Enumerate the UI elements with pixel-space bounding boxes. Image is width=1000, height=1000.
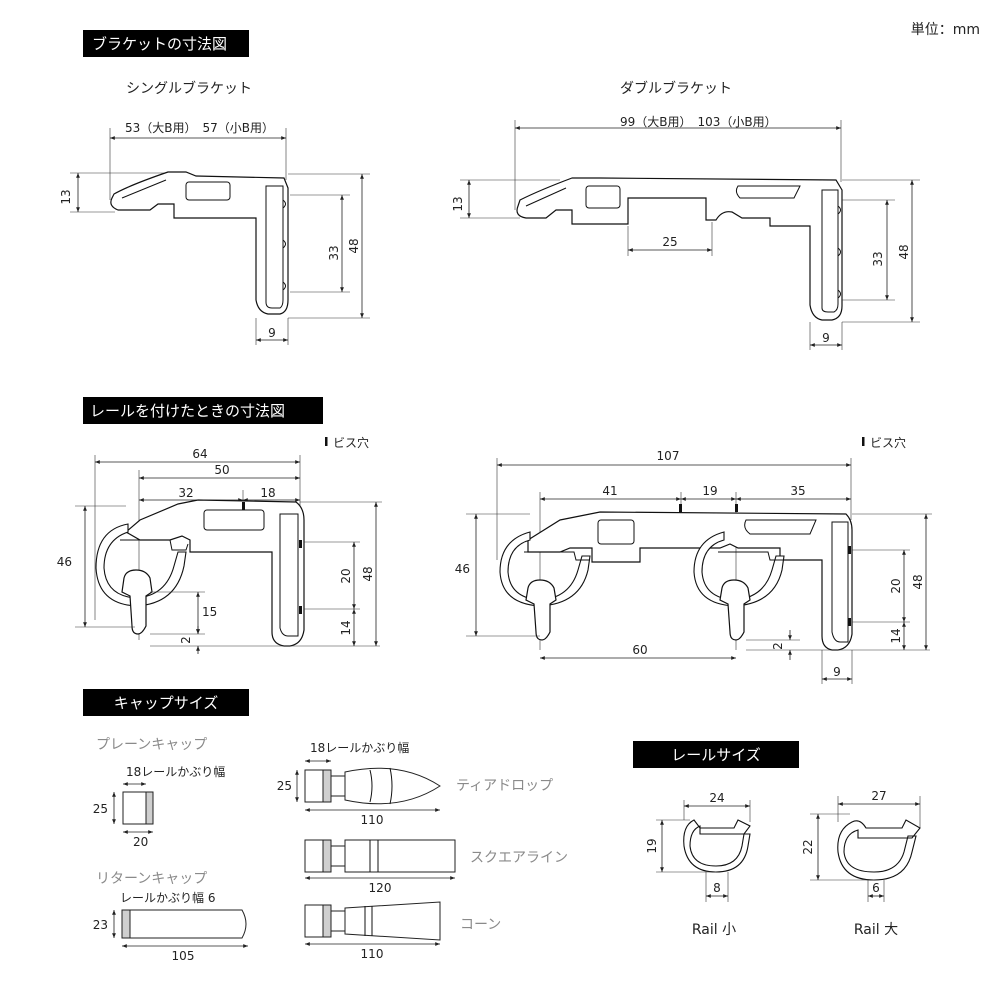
mounted-single-drawing: ビス穴 64 50 32 18 46 (57, 435, 382, 654)
rail-small-w: 24 (709, 791, 724, 805)
double-dim-13: 13 (451, 196, 465, 211)
mounted-double-dim-19: 19 (702, 484, 717, 498)
plain-cap-w: 20 (133, 835, 148, 849)
cone-name: コーン (460, 917, 501, 933)
svg-text:ブラケットの寸法図: ブラケットの寸法図 (92, 35, 227, 53)
mounted-single-dim-46: 46 (57, 555, 72, 569)
mounted-double-dim-48: 48 (911, 574, 925, 589)
rail-small-drawing: 24 19 8 Rail 小 (645, 791, 751, 938)
squareline-cap-drawing: 120 スクエアライン (304, 839, 568, 895)
mounted-single-dim-64: 64 (192, 447, 207, 461)
plain-cap-title: プレーンキャップ (96, 737, 207, 753)
svg-text:レールサイズ: レールサイズ (671, 746, 761, 764)
return-cap-drawing: リターンキャップ レールかぶり幅 6 23 105 (93, 871, 248, 963)
teardrop-name: ティアドロップ (456, 778, 553, 794)
double-bracket-drawing: ダブルブラケット 99（大B用） 103（小B用） 13 25 33 48 (451, 80, 920, 350)
section-header-cap: キャップサイズ (83, 689, 249, 716)
mounted-double-dim-20: 20 (889, 578, 903, 593)
rail-small-label: Rail 小 (692, 922, 736, 938)
double-dim-9: 9 (822, 331, 830, 345)
rail-large-gap: 6 (872, 881, 880, 895)
rail-large-w: 27 (871, 789, 886, 803)
unit-label: 単位：mm (911, 22, 980, 38)
mounted-single-screw-label: ビス穴 (333, 435, 369, 450)
mounted-single-dim-14: 14 (339, 620, 353, 635)
return-cap-title: リターンキャップ (96, 871, 207, 887)
mounted-double-dim-35: 35 (790, 484, 805, 498)
single-dim-9: 9 (268, 326, 276, 340)
return-cap-w: 105 (172, 949, 195, 963)
plain-cap-cover: 18レールかぶり幅 (126, 764, 225, 779)
mounted-single-dim-50: 50 (214, 463, 229, 477)
double-bracket-title: ダブルブラケット (620, 80, 732, 97)
mounted-double-dim-2: 2 (771, 642, 785, 650)
plain-cap-h: 25 (93, 802, 108, 816)
mounted-single-dim-2: 2 (179, 636, 193, 644)
mounted-single-dim-32: 32 (178, 486, 193, 500)
teardrop-w: 110 (361, 813, 384, 827)
rail-small-h: 19 (645, 838, 659, 853)
cone-cap-drawing: 110 コーン (304, 901, 501, 961)
mounted-single-dim-15: 15 (202, 605, 217, 619)
single-bracket-title: シングルブラケット (126, 80, 252, 97)
return-cap-h: 23 (93, 918, 108, 932)
single-dim-33: 33 (327, 245, 341, 260)
plain-cap-drawing: プレーンキャップ 18レールかぶり幅 25 20 (93, 737, 226, 849)
single-bracket-drawing: シングルブラケット 53（大B用） 57（小B用） 13 33 48 9 (59, 80, 370, 345)
return-cap-cover: レールかぶり幅 6 (120, 890, 215, 905)
single-dim-13: 13 (59, 189, 73, 204)
mounted-double-dim-60: 60 (632, 643, 647, 657)
teardrop-cap-drawing: 18レールかぶり幅 25 110 ティアドロップ (277, 740, 553, 827)
rail-large-label: Rail 大 (854, 922, 898, 938)
mounted-double-dim-9: 9 (833, 665, 841, 679)
section-header-rail: レールサイズ (633, 741, 799, 768)
rail-small-gap: 8 (713, 881, 721, 895)
mounted-single-dim-48: 48 (361, 566, 375, 581)
section-header-bracket: ブラケットの寸法図 (83, 30, 249, 57)
teardrop-h: 25 (277, 779, 292, 793)
double-dim-top: 99（大B用） 103（小B用） (620, 115, 777, 129)
single-dim-48: 48 (347, 238, 361, 253)
squareline-name: スクエアライン (470, 850, 568, 866)
mounted-double-screw-label: ビス穴 (870, 435, 906, 450)
svg-text:レールを付けたときの寸法図: レールを付けたときの寸法図 (90, 402, 285, 420)
mounted-double-dim-46: 46 (455, 562, 470, 576)
mounted-double-dim-107: 107 (657, 449, 680, 463)
mounted-double-drawing: ビス穴 107 41 19 35 (455, 435, 932, 684)
squareline-w: 120 (369, 881, 392, 895)
mounted-double-dim-14: 14 (889, 628, 903, 643)
cone-w: 110 (361, 947, 384, 961)
mounted-single-dim-18: 18 (260, 486, 275, 500)
double-dim-48: 48 (897, 244, 911, 259)
svg-text:キャップサイズ: キャップサイズ (114, 694, 219, 712)
double-dim-25: 25 (662, 235, 677, 249)
mounted-double-dim-41: 41 (602, 484, 617, 498)
rail-large-drawing: 27 22 6 Rail 大 (801, 789, 921, 938)
rail-large-h: 22 (801, 839, 815, 854)
mounted-single-dim-20: 20 (339, 568, 353, 583)
single-dim-top: 53（大B用） 57（小B用） (125, 121, 274, 135)
section-header-mounted: レールを付けたときの寸法図 (83, 397, 323, 424)
teardrop-cover: 18レールかぶり幅 (310, 740, 409, 755)
double-dim-33: 33 (871, 251, 885, 266)
